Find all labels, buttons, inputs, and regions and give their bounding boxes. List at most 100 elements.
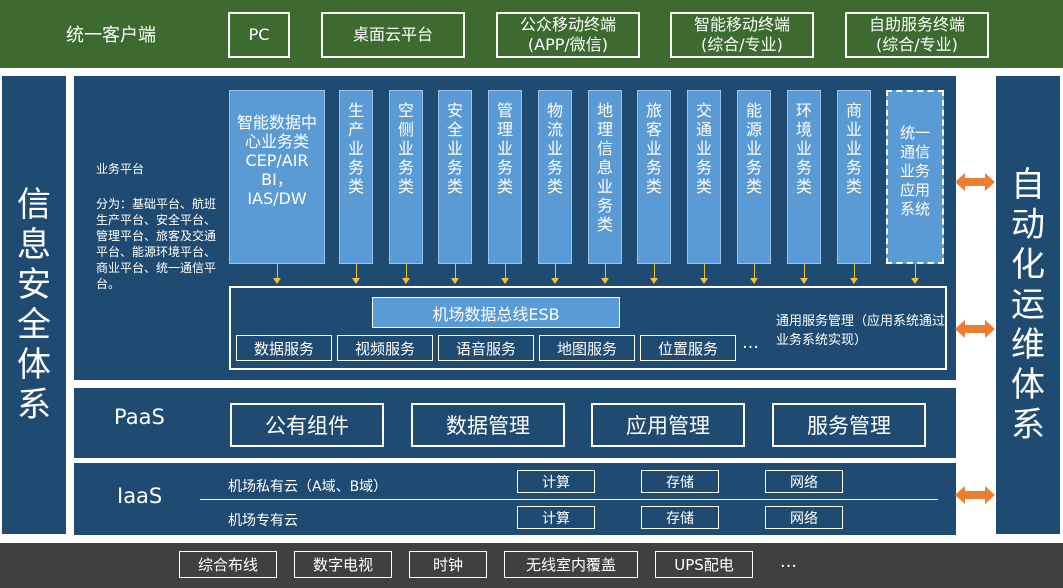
connector-line xyxy=(804,264,805,278)
biz-column-production-label: 生产业务类 xyxy=(347,101,364,196)
infra-ups[interactable]: UPS配电 xyxy=(655,551,753,578)
down-arrow-icon xyxy=(501,278,509,284)
down-arrow-icon xyxy=(451,278,459,284)
down-arrow-icon xyxy=(601,278,609,284)
private-compute[interactable]: 计算 xyxy=(517,470,595,493)
infra-clock[interactable]: 时钟 xyxy=(409,551,487,578)
paas-app-management[interactable]: 应用管理 xyxy=(591,403,745,447)
connector-line xyxy=(356,264,357,278)
client-public-mobile-sublabel: (APP/微信) xyxy=(527,35,609,54)
business-platform-description: 分为：基础平台、航班生产平台、安全平台、管理平台、旅客及交通平台、能源环境平台、… xyxy=(96,197,217,291)
iaas-divider xyxy=(200,499,938,500)
connector-line xyxy=(505,264,506,278)
biz-column-logistics-label: 物流业务类 xyxy=(546,101,563,196)
biz-column-management-label: 管理业务类 xyxy=(496,101,513,196)
down-arrow-icon xyxy=(402,278,410,284)
down-arrow-icon xyxy=(750,278,758,284)
dedicated-storage[interactable]: 存储 xyxy=(641,506,719,529)
biz-column-unified-comm-label: 统一通信业务应用系统 xyxy=(899,124,930,218)
down-arrow-icon xyxy=(273,278,281,284)
esb-box[interactable]: 机场数据总线ESB xyxy=(372,297,620,328)
biz-column-safety[interactable]: 安全业务类 xyxy=(438,90,472,264)
client-public-mobile[interactable]: 公众移动终端 (APP/微信) xyxy=(496,12,640,58)
biz-column-safety-label: 安全业务类 xyxy=(446,101,463,196)
paas-public-components[interactable]: 公有组件 xyxy=(230,403,384,447)
double-arrow-icon xyxy=(955,320,995,338)
biz-column-airside-label: 空侧业务类 xyxy=(397,101,414,196)
client-self-service-label: 自助服务终端 xyxy=(868,15,965,34)
biz-column-energy-label: 能源业务类 xyxy=(745,101,762,196)
infra-more-ellipsis: … xyxy=(780,552,797,572)
client-pc[interactable]: PC xyxy=(228,12,290,58)
down-arrow-icon xyxy=(551,278,559,284)
connector-line xyxy=(854,264,855,278)
biz-column-traffic-label: 交通业务类 xyxy=(695,101,712,196)
down-arrow-icon xyxy=(352,278,360,284)
down-arrow-icon xyxy=(800,278,808,284)
ops-system-label: 自动化运维体系 xyxy=(1011,165,1045,445)
common-services-box xyxy=(229,286,947,370)
private-network[interactable]: 网络 xyxy=(765,470,843,493)
biz-column-management[interactable]: 管理业务类 xyxy=(488,90,522,264)
private-cloud-label: 机场私有云（A域、B域） xyxy=(228,479,388,495)
client-smart-mobile-sublabel: (综合/专业) xyxy=(701,35,783,54)
biz-column-production[interactable]: 生产业务类 xyxy=(339,90,373,264)
biz-column-logistics[interactable]: 物流业务类 xyxy=(538,90,572,264)
connector-line xyxy=(754,264,755,278)
biz-column-commercial-label: 商业业务类 xyxy=(845,101,862,196)
down-arrow-icon xyxy=(650,278,658,284)
services-more-ellipsis: … xyxy=(742,333,759,353)
dedicated-network[interactable]: 网络 xyxy=(765,506,843,529)
infra-cabling[interactable]: 综合布线 xyxy=(179,551,277,578)
service-location[interactable]: 位置服务 xyxy=(640,335,736,361)
service-data[interactable]: 数据服务 xyxy=(236,335,332,361)
biz-column-passenger[interactable]: 旅客业务类 xyxy=(637,90,671,264)
biz-column-environment[interactable]: 环境业务类 xyxy=(787,90,821,264)
paas-service-management[interactable]: 服务管理 xyxy=(772,403,926,447)
client-desktop-cloud[interactable]: 桌面云平台 xyxy=(321,12,465,58)
ops-system-column: 自动化运维体系 xyxy=(996,76,1060,534)
client-smart-mobile-label: 智能移动终端 xyxy=(693,15,790,34)
connector-line xyxy=(605,264,606,278)
client-smart-mobile[interactable]: 智能移动终端 (综合/专业) xyxy=(670,12,814,58)
client-band-label: 统一客户端 xyxy=(66,25,156,46)
biz-column-environment-label: 环境业务类 xyxy=(795,101,812,196)
client-self-service-sublabel: (综合/专业) xyxy=(876,35,958,54)
client-self-service[interactable]: 自助服务终端 (综合/专业) xyxy=(845,12,989,58)
connector-line xyxy=(406,264,407,278)
infrastructure-band xyxy=(0,543,1063,588)
paas-data-management[interactable]: 数据管理 xyxy=(411,403,565,447)
security-system-label: 信息安全体系 xyxy=(17,185,51,425)
private-storage[interactable]: 存储 xyxy=(641,470,719,493)
security-system-column: 信息安全体系 xyxy=(2,76,66,534)
biz-column-data-center[interactable]: 智能数据中心业务类CEP/AIR BI，IAS/DW xyxy=(229,90,325,264)
connector-line xyxy=(277,264,278,278)
connector-line xyxy=(555,264,556,278)
connector-line xyxy=(915,264,916,278)
connector-line xyxy=(704,264,705,278)
biz-column-unified-comm[interactable]: 统一通信业务应用系统 xyxy=(886,90,944,264)
biz-column-commercial[interactable]: 商业业务类 xyxy=(837,90,871,264)
service-voice[interactable]: 语音服务 xyxy=(438,335,534,361)
biz-column-passenger-label: 旅客业务类 xyxy=(645,101,662,196)
business-platform-title: 业务平台 xyxy=(96,162,145,176)
down-arrow-icon xyxy=(850,278,858,284)
biz-column-airside[interactable]: 空侧业务类 xyxy=(389,90,423,264)
infra-indoor-wireless[interactable]: 无线室内覆盖 xyxy=(504,551,638,578)
biz-column-traffic[interactable]: 交通业务类 xyxy=(687,90,721,264)
client-public-mobile-label: 公众移动终端 xyxy=(519,15,616,34)
service-map[interactable]: 地图服务 xyxy=(539,335,635,361)
connector-line xyxy=(455,264,456,278)
infra-digital-tv[interactable]: 数字电视 xyxy=(294,551,392,578)
biz-column-geo-info[interactable]: 地理信息业务类 xyxy=(588,90,622,264)
dedicated-cloud-label: 机场专有云 xyxy=(228,513,298,529)
down-arrow-icon xyxy=(700,278,708,284)
service-video[interactable]: 视频服务 xyxy=(337,335,433,361)
double-arrow-icon xyxy=(955,486,995,504)
iaas-label: IaaS xyxy=(117,484,163,508)
down-arrow-icon xyxy=(911,278,919,284)
double-arrow-icon xyxy=(955,173,995,191)
biz-column-energy[interactable]: 能源业务类 xyxy=(737,90,771,264)
dedicated-compute[interactable]: 计算 xyxy=(517,506,595,529)
common-services-note: 通用服务管理（应用系统通过业务系统实现） xyxy=(776,314,946,348)
